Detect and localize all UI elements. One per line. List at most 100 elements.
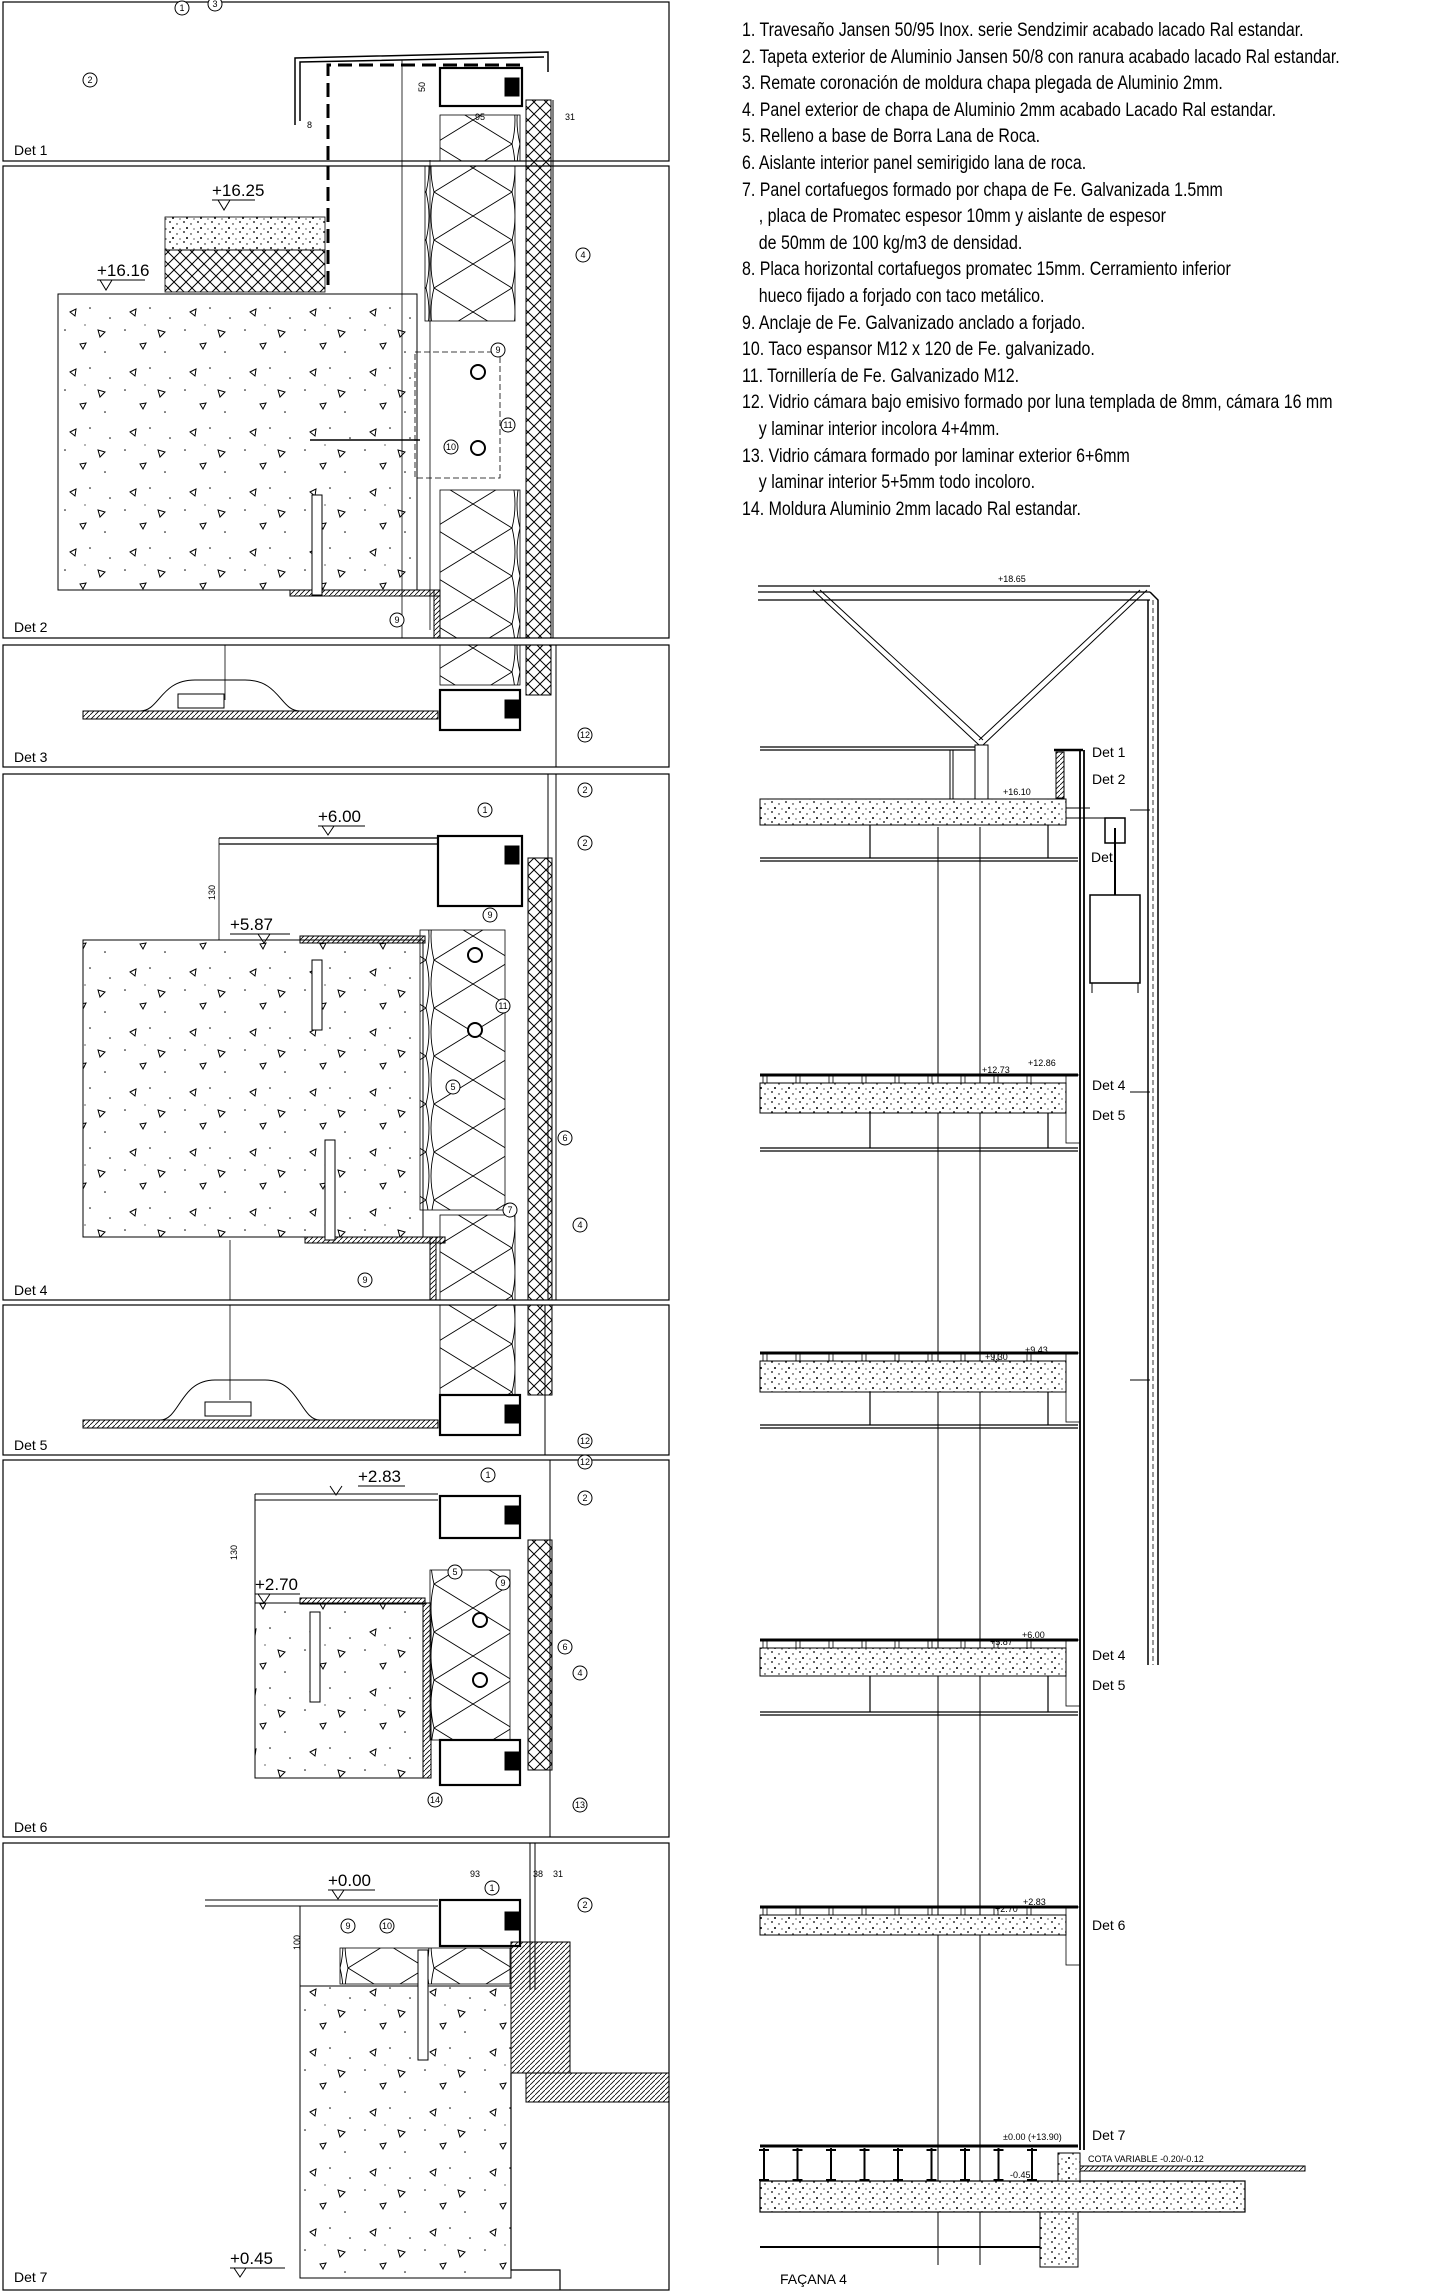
detail-level-marks: +16.25 +16.16 +6.00 +5.87 +2.83 +2.70 +0…: [97, 181, 405, 2278]
floor-slabs: [759, 798, 1081, 1966]
callout-number: 9: [362, 1275, 367, 1285]
det4-label: Det 4: [14, 1282, 48, 1298]
floor-slab: [759, 1638, 1081, 1716]
elev-det-label: Det 2: [1092, 771, 1126, 787]
callout-marker: 6: [557, 1639, 573, 1655]
callout-marker: 1: [477, 802, 493, 818]
dim-label: 130: [229, 1545, 239, 1560]
callout-number: 2: [87, 75, 92, 85]
elev-level-roof: +18.65: [998, 574, 1026, 584]
elev-cota-variable: COTA VARIABLE -0.20/-0.12: [1088, 2154, 1204, 2164]
callout-number: 12: [580, 1436, 590, 1446]
dim-label: 95: [475, 112, 485, 122]
facade-column: [401, 60, 557, 1990]
callout-marker: 2: [577, 1897, 593, 1913]
callout-marker: 9: [340, 1918, 356, 1934]
floor-pedestal: [826, 2148, 836, 2181]
callout-marker: 11: [500, 417, 516, 433]
legend-line: 3. Remate coronación de moldura chapa pl…: [742, 73, 1223, 95]
level-283: +2.83: [358, 1467, 401, 1486]
dim-label: 38: [533, 1869, 543, 1879]
legend-line: 10. Taco espansor M12 x 120 de Fe. galva…: [742, 339, 1095, 361]
slab-det7: [205, 1899, 670, 2290]
callout-marker: 1: [484, 1880, 500, 1896]
callout-marker: 5: [445, 1079, 461, 1095]
dim-label: 8: [307, 120, 312, 130]
callout-marker: 13: [572, 1797, 588, 1813]
level-600: +6.00: [318, 807, 361, 826]
panel-det5: [2, 1304, 670, 1456]
det3-label: Det 3: [14, 749, 48, 765]
floor-slab: [759, 1905, 1081, 1966]
floor-slab: [759, 1073, 1081, 1152]
floor-pedestal: [993, 2148, 1004, 2181]
callout-number: 4: [580, 250, 585, 260]
legend-line: de 50mm de 100 kg/m3 de densidad.: [758, 232, 1023, 254]
level-270: +2.70: [255, 1575, 298, 1594]
callout-number: 9: [345, 1921, 350, 1931]
floor-slab: [759, 1351, 1081, 1429]
callout-marker: 9: [490, 342, 506, 358]
elev-level-ground: ±0.00 (+13.90): [1003, 2132, 1062, 2142]
elev-level: -0.45: [1010, 2170, 1031, 2180]
elev-det-label: Det: [1091, 849, 1113, 865]
elev-det-label: Det 5: [1092, 1677, 1126, 1693]
legend-line: 9. Anclaje de Fe. Galvanizado anclado a …: [742, 312, 1086, 334]
callout-number: 3: [212, 0, 217, 9]
callout-marker: 9: [389, 612, 405, 628]
callout-number: 13: [575, 1800, 585, 1810]
dim-label: 31: [565, 112, 575, 122]
callout-number: 10: [446, 442, 456, 452]
panel-det3: [2, 644, 670, 768]
floor-pedestal: [960, 2148, 970, 2181]
panel-det4: [2, 773, 670, 1301]
callout-marker: 4: [572, 1665, 588, 1681]
dim-label: 130: [207, 885, 217, 900]
callout-number: 9: [487, 910, 492, 920]
level-000: +0.00: [328, 1871, 371, 1890]
callout-marker: 6: [557, 1130, 573, 1146]
elev-level: +2.70: [995, 1904, 1018, 1914]
callout-marker: 5: [447, 1564, 463, 1580]
slab-det6: [254, 1493, 488, 1779]
det2-label: Det 2: [14, 619, 48, 635]
callout-number: 1: [485, 1470, 490, 1480]
callout-marker: 12: [577, 727, 593, 743]
callout-number: 9: [495, 345, 500, 355]
callout-marker: 2: [577, 835, 593, 851]
legend-line: y laminar interior 5+5mm todo incoloro.: [758, 472, 1036, 494]
panel-det1: [2, 1, 670, 162]
callout-marker: 9: [357, 1272, 373, 1288]
slab-det2: [57, 166, 501, 639]
legend-line: hueco fijado a forjado con taco metálico…: [758, 285, 1045, 307]
legend-line: 1. Travesaño Jansen 50/95 Inox. serie Se…: [742, 20, 1304, 41]
callout-marker: 3: [207, 0, 223, 12]
elev-det-label: Det 6: [1092, 1917, 1126, 1933]
callout-marker: 7: [502, 1202, 518, 1218]
dim-label: 100: [292, 1935, 302, 1950]
callout-marker: 2: [577, 782, 593, 798]
callout-marker: 14: [427, 1792, 443, 1808]
elev-det-label: Det 4: [1092, 1647, 1126, 1663]
callout-marker: 10: [443, 439, 459, 455]
det6-label: Det 6: [14, 1819, 48, 1835]
panel-det7: [2, 1842, 670, 2291]
elev-level: +6.00: [1022, 1630, 1045, 1640]
floor-pedestal: [1027, 2148, 1037, 2181]
dimension-labels: 50 95 31 8 130 130 100 93 38 31: [207, 82, 575, 1950]
callout-number: 9: [500, 1578, 505, 1588]
legend-line: , placa de Promatec espesor 10mm y aisla…: [758, 206, 1167, 228]
floor-pedestal: [926, 2148, 937, 2181]
legend-line: 8. Placa horizontal cortafuegos promatec…: [742, 259, 1231, 281]
callout-marker: 4: [572, 1217, 588, 1233]
callout-number: 5: [452, 1567, 457, 1577]
callout-number: 2: [582, 1493, 587, 1503]
level-1616: +16.16: [97, 261, 149, 280]
callout-number: 1: [489, 1883, 494, 1893]
ceiling-det3: [82, 645, 439, 1429]
callout-marker: 4: [575, 247, 591, 263]
elev-det-label: Det 7: [1092, 2127, 1126, 2143]
floor-pedestal: [792, 2148, 803, 2181]
legend-notes: 1. Travesaño Jansen 50/95 Inox. serie Se…: [742, 18, 1441, 523]
elev-level: +5.87: [990, 1637, 1013, 1647]
